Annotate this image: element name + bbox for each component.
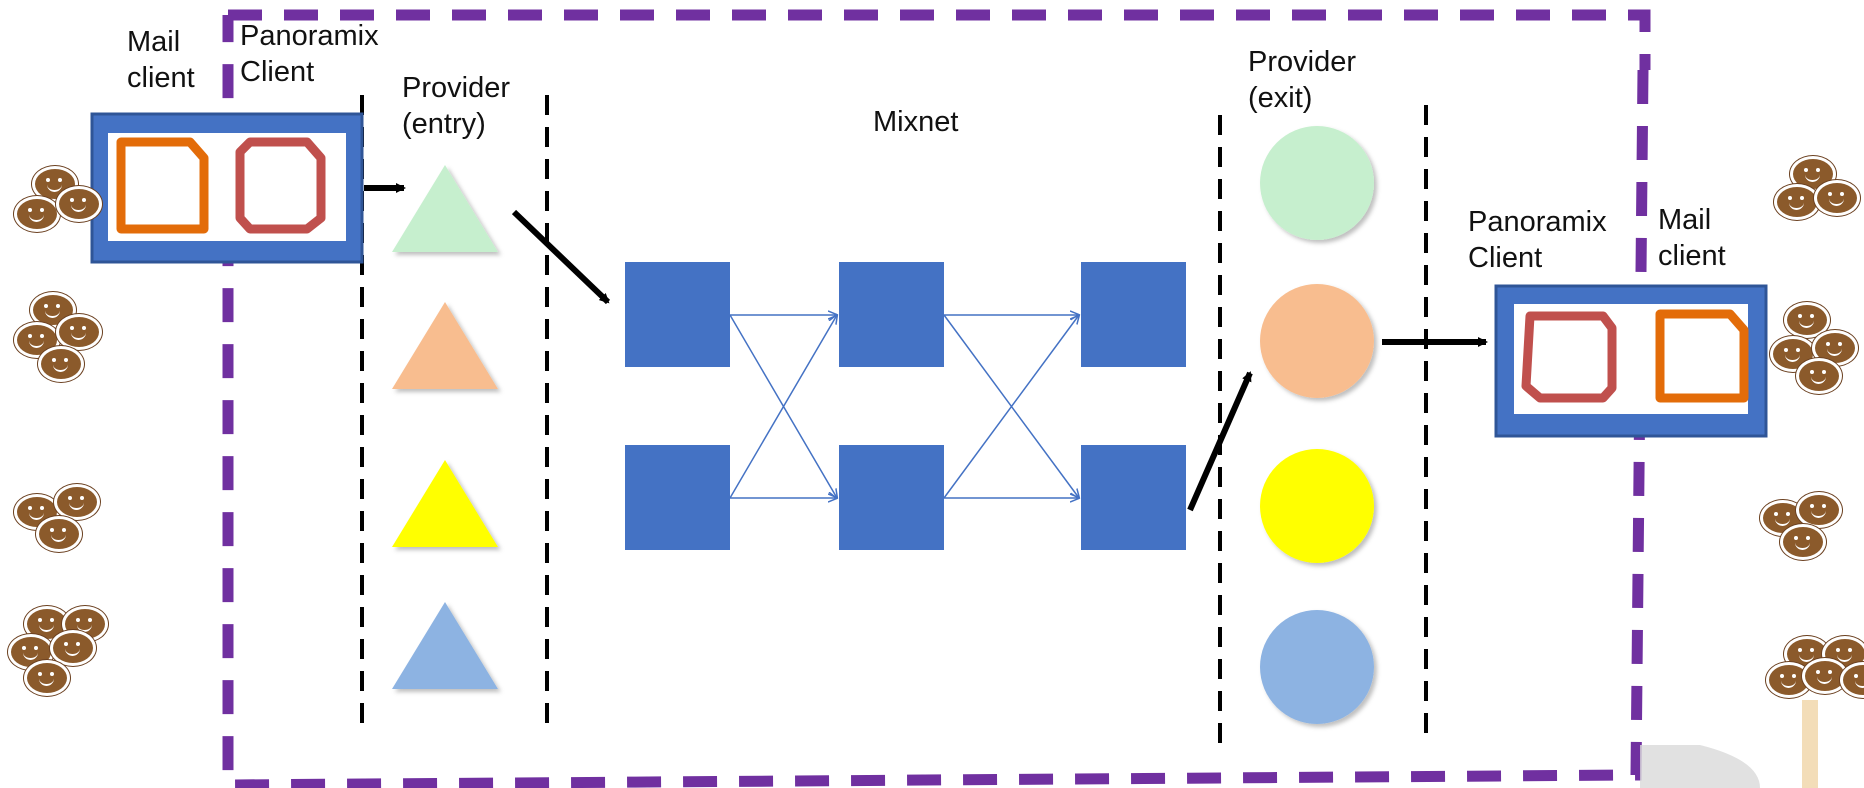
user-face-icon (14, 196, 60, 232)
arrow-icon (511, 209, 611, 305)
mail-client-right-label: Mail client (1658, 204, 1726, 272)
flow-arrows (364, 183, 1488, 512)
mail-document-icon (116, 137, 209, 234)
entry-provider-triangle (392, 460, 498, 547)
exit-providers (1260, 126, 1374, 724)
left-client-box (90, 112, 364, 264)
mix-node-l3-top (1081, 262, 1186, 367)
user-face-icon (36, 516, 82, 552)
mail-document-icon (1655, 309, 1749, 403)
user-face-icon (38, 346, 84, 382)
panoramix-client-left-label: Panoramix Client (240, 20, 379, 88)
mix-node-l2-bottom (839, 445, 944, 550)
user-face-icon (1774, 184, 1820, 220)
panoramix-document-icon (235, 137, 326, 234)
corner-decoration (1640, 745, 1760, 788)
mixnet-links (729, 315, 1079, 498)
entry-provider-triangle (392, 165, 498, 252)
user-face-icon (24, 660, 70, 696)
panoramix-document-icon (1521, 311, 1617, 403)
mixnet-nodes (625, 262, 1186, 550)
user-face-icon (1780, 524, 1826, 560)
provider-exit-label: Provider (exit) (1248, 46, 1356, 114)
user-face-icon (1796, 358, 1842, 394)
arrow-icon (1187, 371, 1253, 512)
user-face-icon (50, 630, 96, 666)
mix-node-l1-bottom (625, 445, 730, 550)
user-face-icon (1784, 302, 1830, 338)
mix-node-l1-top (625, 262, 730, 367)
user-face-icon (1796, 492, 1842, 528)
exit-provider-circle (1260, 284, 1374, 398)
entry-provider-triangle (392, 602, 498, 689)
mix-node-l2-top (839, 262, 944, 367)
entry-providers (392, 165, 498, 689)
user-face-icon (56, 314, 102, 350)
user-face-icon (56, 186, 102, 222)
exit-provider-circle (1260, 610, 1374, 724)
stand-pole (1802, 700, 1818, 788)
right-client-box (1494, 284, 1768, 438)
exit-provider-circle (1260, 126, 1374, 240)
mixnet-label: Mixnet (873, 106, 959, 138)
user-face-icon (54, 484, 100, 520)
panoramix-client-right-label: Panoramix Client (1468, 206, 1607, 274)
mail-client-left-label: Mail client (127, 26, 195, 94)
exit-provider-circle (1260, 449, 1374, 563)
user-face-icon (1814, 180, 1860, 216)
entry-provider-triangle (392, 302, 498, 389)
provider-entry-label: Provider (entry) (402, 72, 510, 140)
mix-node-l3-bottom (1081, 445, 1186, 550)
